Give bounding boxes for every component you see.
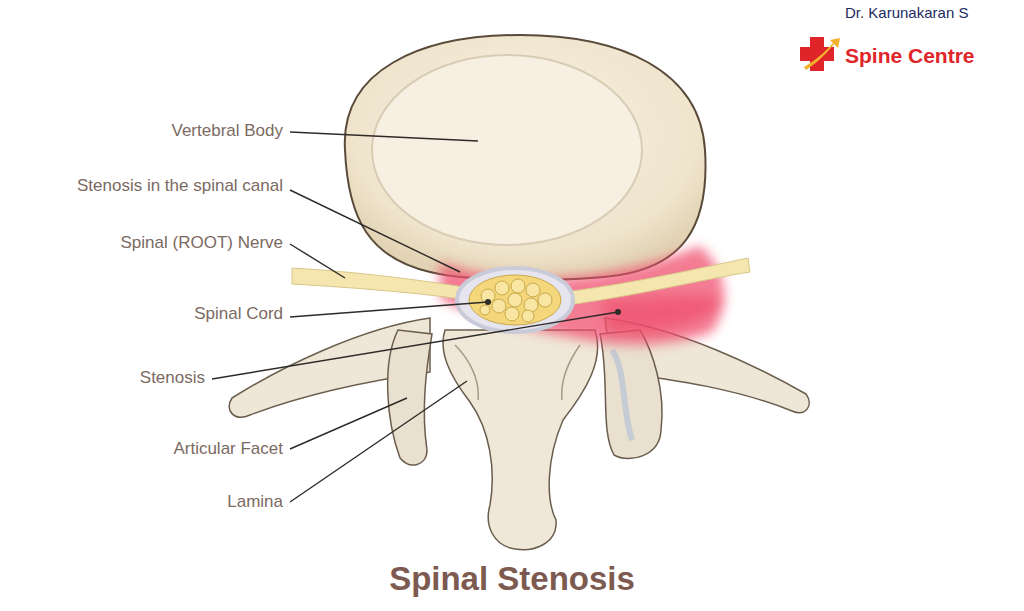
part-label: Spinal (ROOT) Nerve (121, 233, 283, 253)
nerve-root (292, 268, 470, 300)
part-label: Articular Facet (173, 439, 283, 459)
logo-icon (800, 37, 840, 71)
endplate (372, 55, 642, 245)
title: Spinal Stenosis (0, 560, 1024, 598)
part-label: Spinal Cord (194, 304, 283, 324)
lamina (455, 345, 580, 400)
spinous-process (443, 330, 598, 550)
spinal-cord (469, 275, 561, 325)
cord-fibres (480, 279, 552, 322)
part-label: Stenosis in the spinal canal (77, 176, 283, 196)
nerve-root (565, 258, 750, 305)
facet-shadow (612, 350, 632, 440)
part-label: Stenosis (140, 368, 205, 388)
logo-text: Dr. Karunakaran S (845, 4, 968, 21)
part-label: Lamina (227, 492, 283, 512)
logo-text: Spine Centre (845, 44, 975, 68)
leader-dots (485, 299, 621, 315)
articular-facet (600, 330, 662, 459)
stenosis-inflammation (600, 296, 720, 332)
part-label: Vertebral Body (171, 121, 283, 141)
articular-facet (388, 330, 432, 465)
